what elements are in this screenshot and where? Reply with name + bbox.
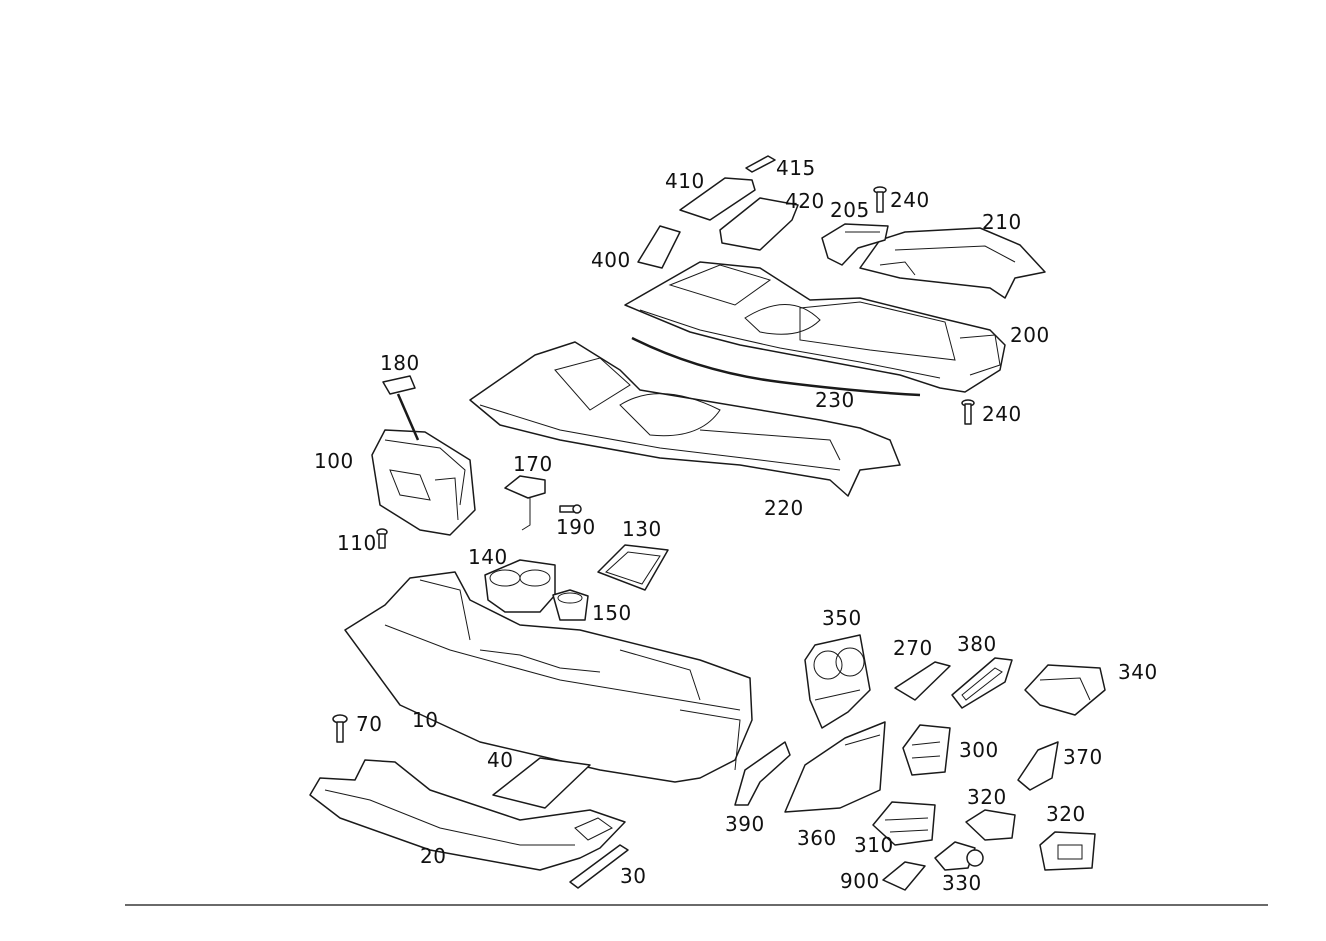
callout-100: 100	[314, 449, 354, 473]
callout-900: 900	[840, 869, 880, 893]
part-170-knob-bracket	[504, 475, 546, 531]
callout-170: 170	[513, 452, 553, 476]
callout-415: 415	[776, 156, 816, 180]
part-130-tray	[597, 544, 669, 591]
part-320-port-lower	[1039, 831, 1096, 871]
part-230-seal-strip	[631, 336, 921, 397]
screw-240-lower	[961, 399, 975, 425]
part-410-pad	[679, 177, 756, 221]
part-140-cup-holder	[484, 559, 556, 613]
callout-410: 410	[665, 169, 705, 193]
part-205-bracket	[821, 223, 889, 266]
callout-340: 340	[1118, 660, 1158, 684]
callout-320-lower: 320	[1046, 802, 1086, 826]
screw-110	[376, 528, 388, 549]
callout-230: 230	[815, 388, 855, 412]
callout-110: 110	[337, 531, 377, 555]
callout-240-lower: 240	[982, 402, 1022, 426]
callout-180: 180	[380, 351, 420, 375]
part-360-cover	[784, 721, 886, 813]
part-200-upper-trim	[624, 261, 1006, 393]
callout-270: 270	[893, 636, 933, 660]
callout-310: 310	[854, 833, 894, 857]
screw-70	[332, 714, 348, 743]
part-210-armrest	[859, 227, 1046, 299]
callout-210: 210	[982, 210, 1022, 234]
callout-390: 390	[725, 812, 765, 836]
callout-420: 420	[785, 189, 825, 213]
callout-70: 70	[356, 712, 382, 736]
callout-190: 190	[556, 515, 596, 539]
callout-130: 130	[622, 517, 662, 541]
callout-10: 10	[412, 708, 438, 732]
callout-240-upper: 240	[890, 188, 930, 212]
callout-30: 30	[620, 864, 646, 888]
part-190-clip	[559, 504, 582, 514]
part-30-clip-rail	[569, 844, 629, 889]
part-390-strip	[734, 741, 791, 806]
part-310-switch-block	[872, 801, 936, 846]
callout-20: 20	[420, 844, 446, 868]
part-20-air-duct	[309, 759, 626, 871]
callout-200: 200	[1010, 323, 1050, 347]
callout-360: 360	[797, 826, 837, 850]
part-900-module	[882, 861, 926, 891]
part-180-switch	[382, 375, 420, 441]
callout-205: 205	[830, 198, 870, 222]
callout-150: 150	[592, 601, 632, 625]
part-380-frame	[951, 657, 1013, 709]
callout-400: 400	[591, 248, 631, 272]
callout-140: 140	[468, 545, 508, 569]
callout-380: 380	[957, 632, 997, 656]
screw-240-upper	[873, 186, 887, 213]
part-10-console-body	[344, 571, 753, 783]
callout-300: 300	[959, 738, 999, 762]
part-220-lower-trim	[469, 341, 901, 497]
part-400-cover	[637, 225, 681, 269]
part-350-bezel	[804, 634, 871, 729]
callout-40: 40	[487, 748, 513, 772]
callout-320-upper: 320	[967, 785, 1007, 809]
callout-220: 220	[764, 496, 804, 520]
part-415-badge	[745, 155, 776, 173]
part-40-mat	[492, 757, 591, 809]
callout-370: 370	[1063, 745, 1103, 769]
callout-350: 350	[822, 606, 862, 630]
part-270-trim	[894, 661, 951, 701]
part-150-insert	[552, 589, 589, 621]
part-370-pad	[1017, 741, 1059, 791]
part-100-bracket-assembly	[371, 429, 476, 536]
part-340-module	[1024, 664, 1106, 716]
part-420-lid	[719, 197, 799, 251]
callout-330: 330	[942, 871, 982, 895]
part-330-knob	[934, 841, 984, 871]
part-320-port-upper	[965, 809, 1016, 841]
part-300-switch-block	[902, 724, 951, 776]
